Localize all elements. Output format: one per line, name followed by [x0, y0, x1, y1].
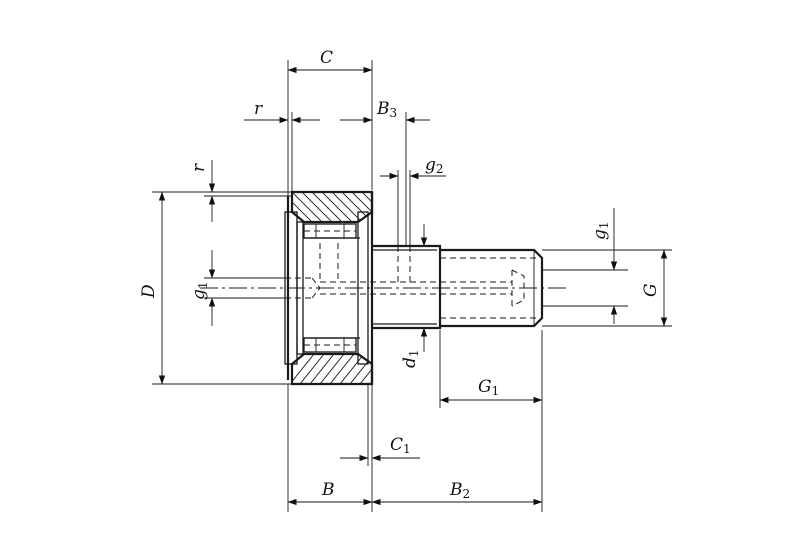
label-c1: C1	[390, 435, 411, 456]
label-b3: B3	[376, 99, 397, 120]
label-g1-length: G1	[478, 377, 499, 398]
label-g2: g2	[425, 155, 444, 176]
label-b2: B2	[449, 480, 470, 501]
label-c: C	[320, 48, 333, 68]
dimension-lines	[152, 60, 672, 512]
dimension-labels: C r B3 g2 r D g1 g1 G d1 G1 C1 B B2	[139, 48, 661, 501]
label-d: D	[139, 284, 159, 299]
label-r-top: r	[254, 99, 263, 119]
label-b: B	[321, 480, 335, 500]
needle-roller-bottom	[303, 337, 357, 353]
bearing-body	[284, 190, 374, 386]
label-d1: d1	[400, 349, 421, 368]
outer-ring-section-top	[290, 190, 374, 224]
label-r-side: r	[189, 163, 209, 172]
label-g1-left: g1	[189, 281, 210, 300]
needle-roller-top	[303, 223, 357, 239]
label-g-thread: G	[641, 283, 661, 297]
label-g1-right: g1	[590, 221, 611, 240]
